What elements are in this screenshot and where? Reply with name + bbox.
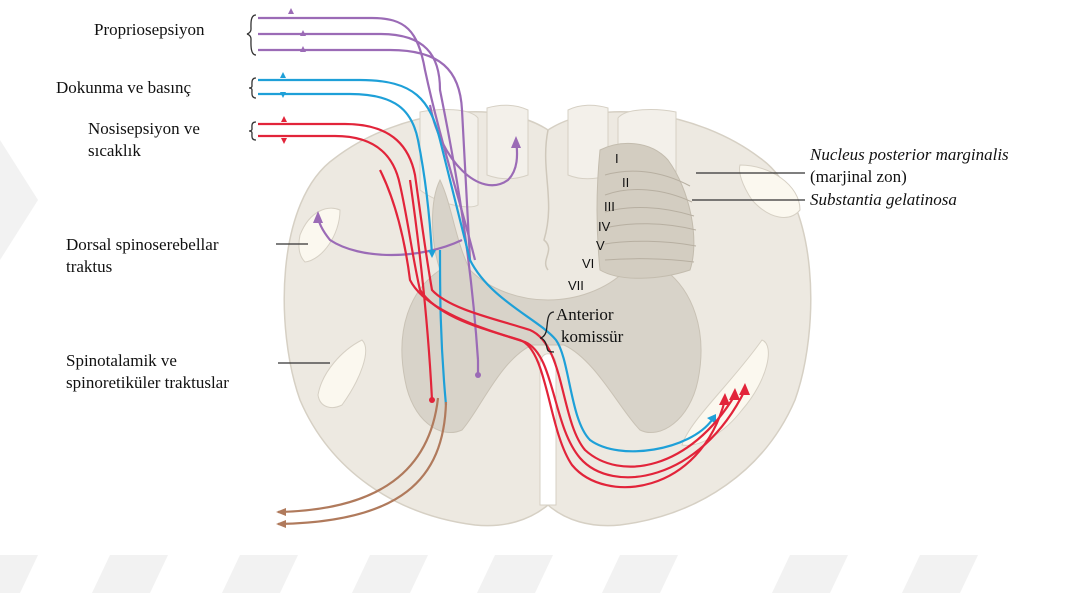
lamina-VI: VI xyxy=(582,256,594,271)
lamina-VII: VII xyxy=(568,278,584,293)
label-propriosepsiyon: Propriosepsiyon xyxy=(94,20,205,39)
label-substantia: Substantia gelatinosa xyxy=(810,190,957,209)
lamina-II: II xyxy=(622,175,629,190)
lamina-I: I xyxy=(615,151,619,166)
label-nosisepsiyon-2: sıcaklık xyxy=(88,141,141,160)
label-nosisepsiyon-1: Nosisepsiyon ve xyxy=(88,119,200,138)
lamina-III: III xyxy=(604,199,615,214)
label-spinotalamik-1: Spinotalamik ve xyxy=(66,351,177,370)
label-dorsal-2: traktus xyxy=(66,257,112,276)
label-braces xyxy=(247,15,256,140)
lamina-V: V xyxy=(596,238,605,253)
label-spinotalamik-2: spinoretiküler traktuslar xyxy=(66,373,229,392)
spinal-cord xyxy=(284,105,811,525)
label-nucleus-1: Nucleus posterior marginalis xyxy=(809,145,1009,164)
label-dokunma: Dokunma ve basınç xyxy=(56,78,191,97)
label-anterior-2: komissür xyxy=(561,327,624,346)
descending-arrows xyxy=(276,508,286,528)
lamina-IV: IV xyxy=(598,219,611,234)
label-anterior-1: Anterior xyxy=(556,305,614,324)
label-dorsal-1: Dorsal spinoserebellar xyxy=(66,235,219,254)
label-nucleus-2: (marjinal zon) xyxy=(810,167,907,186)
